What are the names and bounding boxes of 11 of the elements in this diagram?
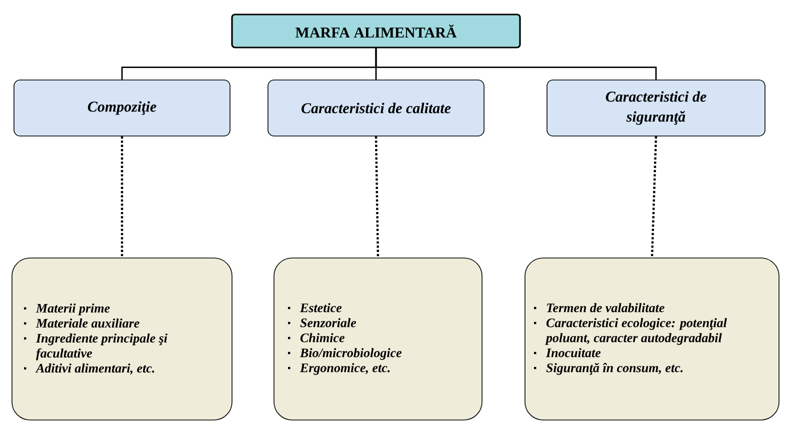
- category-box: Caracteristici de calitate: [268, 80, 484, 136]
- dotted-line: [120, 136, 124, 258]
- dotted-line: [650, 136, 658, 258]
- list-box: Termen de valabilitate Caracteristici ecologice: potenţial poluant, caracter autodegradabil Inocuitate Siguranţă în consum, etc.: [524, 258, 780, 420]
- connector-line: [375, 48, 657, 80]
- category-box: Compoziţie: [14, 80, 230, 136]
- list-box: Materii prime Materiale auxiliare Ingrediente principale şi facultative Aditivi alimentari, etc.: [12, 258, 232, 420]
- dotted-line: [374, 136, 380, 258]
- category-box: Caracteristici de siguranţă: [546, 80, 766, 136]
- list-box: Estetice Senzoriale Chimice Bio/microbiologice Ergonomice, etc.: [274, 258, 482, 420]
- title-box: MARFA ALIMENTARĂ: [231, 14, 521, 48]
